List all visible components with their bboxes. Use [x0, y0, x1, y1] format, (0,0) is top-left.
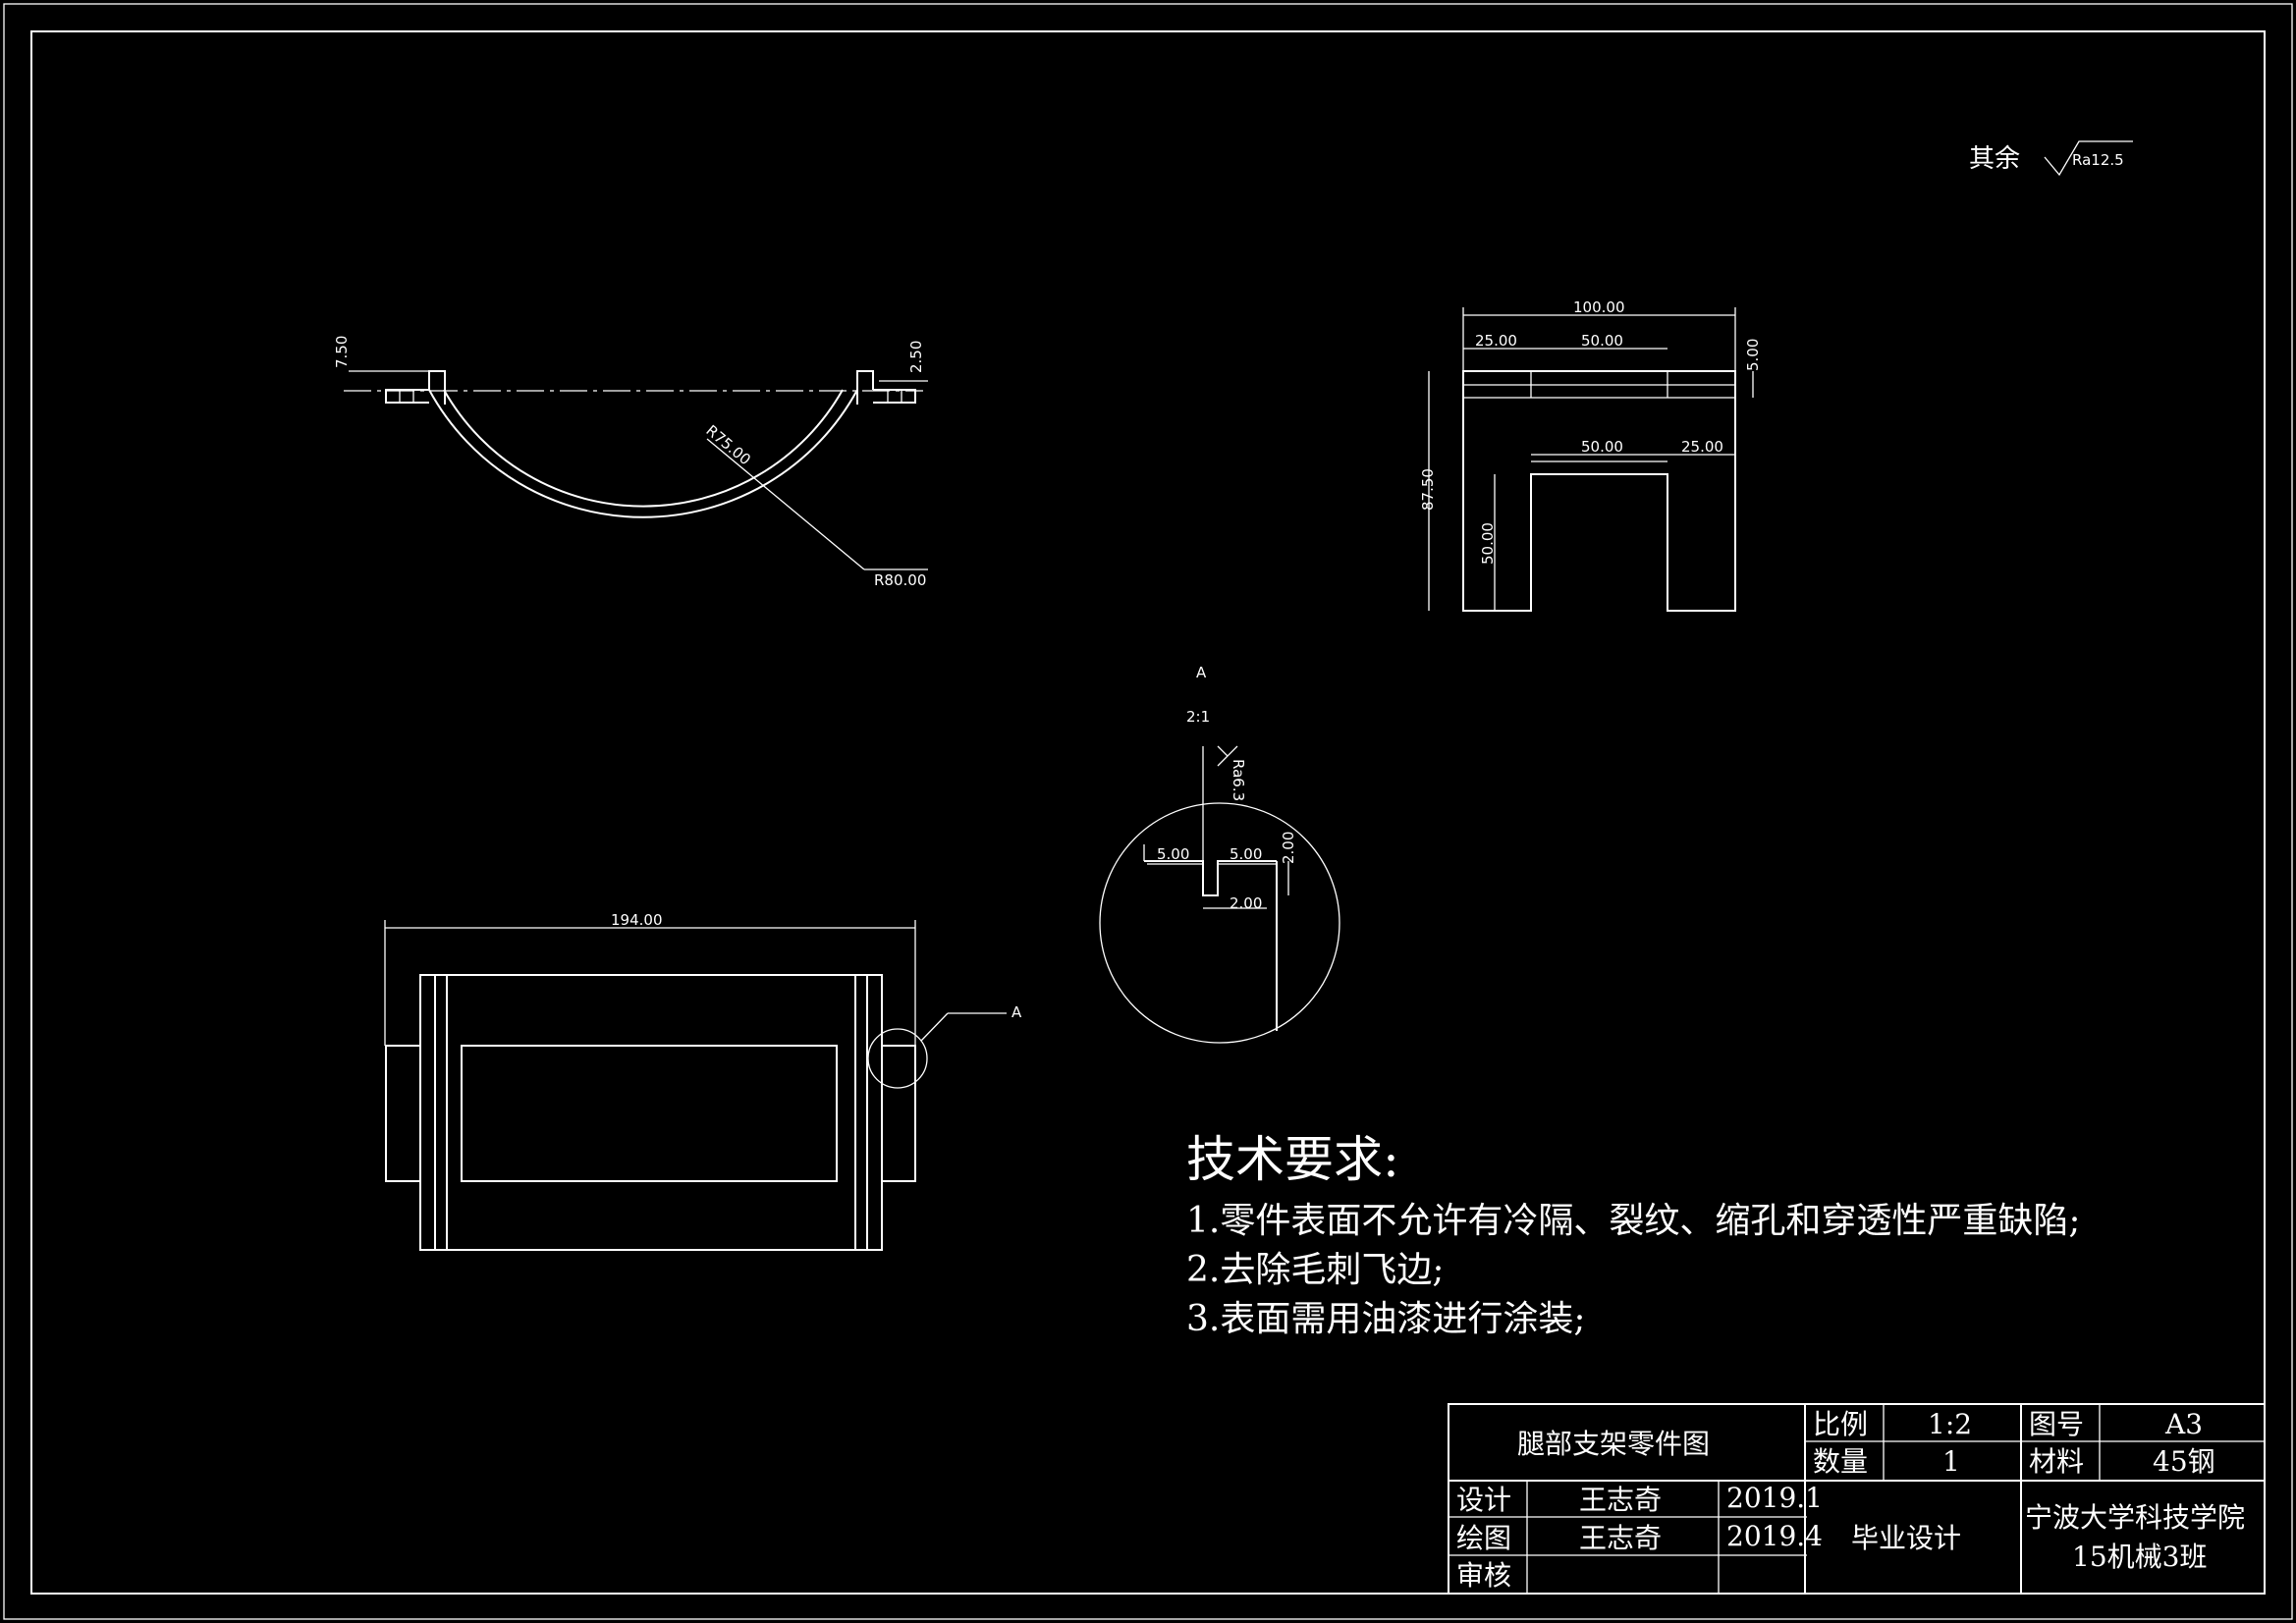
- material-value: 45钢: [2153, 1445, 2215, 1478]
- inner-window: [461, 1045, 838, 1182]
- sheet-value: A3: [2164, 1408, 2203, 1440]
- side-view-outline: [1462, 370, 1736, 612]
- radius-leader: [706, 438, 865, 570]
- roughness-note-label: 其余: [1969, 144, 2020, 174]
- dim-detail-4: 2.00: [1230, 894, 1262, 912]
- scale-label: 比例: [1813, 1408, 1868, 1440]
- dim-leg-height: 50.00: [1479, 522, 1497, 565]
- qty-value: 1: [1942, 1445, 1960, 1478]
- left-flange: [385, 370, 446, 405]
- dim-top-mid: 50.00: [1581, 332, 1623, 350]
- right-tab: [882, 1045, 916, 1182]
- draw-date: 2019.4: [1726, 1520, 1823, 1552]
- requirements-title: 技术要求:: [1186, 1131, 1399, 1188]
- dim-detail-3: 2.00: [1280, 832, 1297, 864]
- dim-top-view-width: 194.00: [611, 911, 663, 929]
- dim-right-leg: 25.00: [1681, 438, 1723, 456]
- roughness-note: 其余 Ra12.5: [1969, 140, 2133, 177]
- project-name: 毕业设计: [1851, 1522, 1961, 1554]
- detail-circle: [867, 1028, 928, 1089]
- design-label: 设计: [1456, 1484, 1511, 1516]
- dim-r-inner: R75.00: [702, 421, 753, 468]
- detail-roughness: Ra6.3: [1230, 759, 1247, 801]
- review-label: 审核: [1456, 1559, 1511, 1592]
- sheet-label: 图号: [2029, 1408, 2084, 1440]
- inner-border: [30, 30, 2266, 1595]
- title-block: 腿部支架零件图 比例 1:2 图号 A3 数量 1 材料 45钢 设计 王志奇 …: [1448, 1403, 2266, 1595]
- inner-arc: [443, 389, 844, 508]
- left-tab: [385, 1045, 420, 1182]
- requirement-3: 3.表面需用油漆进行涂装;: [1186, 1299, 1585, 1339]
- detail-outline: [1099, 802, 1340, 1044]
- dim-right: 2.50: [907, 341, 925, 373]
- dim-top-thickness: 5.00: [1744, 339, 1762, 371]
- outer-border: [3, 3, 2293, 1620]
- dim-top-width: 100.00: [1573, 298, 1625, 316]
- dim-detail-1: 5.00: [1157, 845, 1189, 863]
- detail-ref-label: A: [1011, 1003, 1022, 1021]
- outer-arc: [428, 389, 858, 518]
- roughness-symbol-icon: [2044, 140, 2133, 177]
- material-label: 材料: [2029, 1445, 2084, 1478]
- detail-a: A 2:1 5.00 5.00 2.00 2.00 Ra6.3: [1099, 664, 1340, 1044]
- requirement-1: 1.零件表面不允许有冷隔、裂纹、缩孔和穿透性严重缺陷;: [1186, 1201, 2080, 1241]
- technical-requirements: 技术要求: 1.零件表面不允许有冷隔、裂纹、缩孔和穿透性严重缺陷; 2.去除毛刺…: [1186, 1131, 2080, 1339]
- detail-label: A: [1196, 664, 1207, 681]
- school-name: 宁波大学科技学院: [2025, 1501, 2245, 1534]
- qty-label: 数量: [1813, 1445, 1868, 1478]
- dim-gap-width: 50.00: [1581, 438, 1623, 456]
- scale-value: 1:2: [1928, 1408, 1972, 1440]
- detail-profile: [1144, 860, 1277, 896]
- draw-label: 绘图: [1456, 1522, 1511, 1554]
- dim-height: 87.50: [1419, 468, 1437, 511]
- draw-name: 王志奇: [1579, 1522, 1662, 1554]
- requirement-2: 2.去除毛刺飞边;: [1186, 1250, 1444, 1290]
- roughness-note-value: Ra12.5: [2072, 151, 2124, 169]
- class-name: 15机械3班: [2072, 1541, 2207, 1573]
- detail-scale: 2:1: [1186, 708, 1210, 726]
- dim-detail-2: 5.00: [1230, 845, 1262, 863]
- top-view-body: [419, 974, 883, 1251]
- drawing-name: 腿部支架零件图: [1517, 1428, 1710, 1460]
- detail-roughness-icon: [1217, 745, 1238, 767]
- dim-top-left: 25.00: [1475, 332, 1517, 350]
- design-date: 2019.1: [1726, 1482, 1823, 1514]
- top-view: 194.00 A: [384, 911, 1022, 1251]
- right-flange: [856, 370, 916, 405]
- dim-left: 7.50: [333, 336, 351, 368]
- side-view: 100.00 25.00 50.00 5.00 50.00 25.00 87.5…: [1419, 298, 1762, 612]
- front-view: R75.00 R80.00 7.50 2.50: [333, 336, 928, 589]
- dim-r-outer: R80.00: [874, 571, 926, 589]
- design-name: 王志奇: [1579, 1484, 1662, 1516]
